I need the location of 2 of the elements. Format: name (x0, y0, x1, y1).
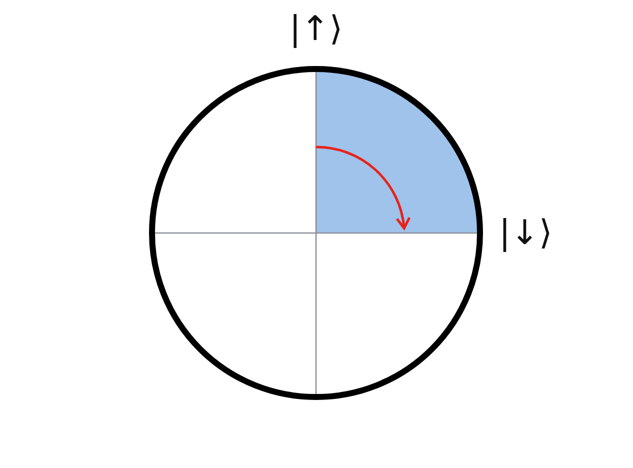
state-label: |↓⟩ (499, 216, 552, 250)
state-label: |↑⟩ (289, 12, 343, 46)
